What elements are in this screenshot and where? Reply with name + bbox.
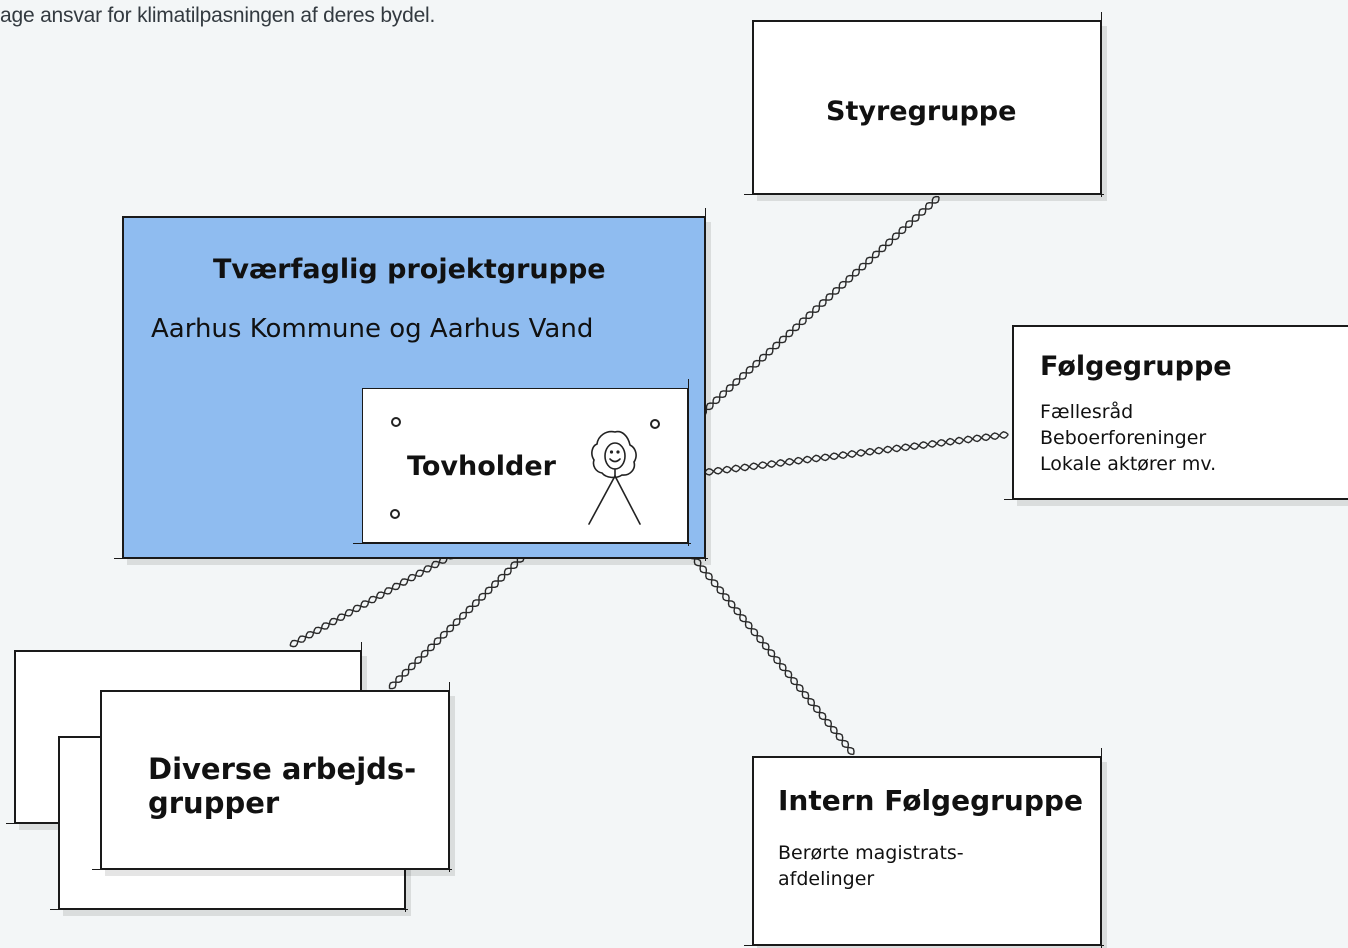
folgegruppe-line: Beboerforeninger	[1040, 427, 1207, 449]
stick-figure-icon	[588, 430, 641, 525]
intern-folgegruppe-title: Intern Følgegruppe	[778, 784, 1083, 817]
folgegruppe-box: Følgegruppe Fællesråd Beboerforeninger L…	[1004, 325, 1348, 500]
folgegruppe-title: Følgegruppe	[1040, 351, 1232, 382]
arbejdsgrupper-title-line: Diverse arbejds-	[148, 752, 417, 786]
intern-folgegruppe-line: afdelinger	[778, 868, 875, 890]
intern-folgegruppe-lines: Berørte magistrats- afdelinger	[778, 840, 964, 892]
intern-folgegruppe-box: Intern Følgegruppe Berørte magistrats- a…	[744, 748, 1104, 948]
arbejdsgrupper-box: Diverse arbejds- grupper	[92, 682, 452, 872]
projektgruppe-title: Tværfaglig projektgruppe	[213, 254, 606, 285]
styregruppe-title: Styregruppe	[826, 96, 1017, 127]
arbejdsgrupper-title: Diverse arbejds- grupper	[148, 752, 416, 820]
pin-hole	[391, 417, 401, 427]
pin-hole	[390, 509, 400, 519]
styregruppe-box: Styregruppe	[744, 12, 1104, 197]
intern-folgegruppe-line: Berørte magistrats-	[778, 842, 964, 864]
tovholder-title: Tovholder	[407, 451, 556, 482]
intro-text: age ansvar for klimatilpasningen af dere…	[0, 4, 436, 27]
arbejdsgrupper-title-line: grupper	[148, 786, 280, 820]
folgegruppe-line: Lokale aktører mv.	[1040, 453, 1217, 475]
rope-folgegruppe	[659, 431, 1009, 482]
projektgruppe-subtitle: Aarhus Kommune og Aarhus Vand	[151, 314, 594, 344]
folgegruppe-line: Fællesråd	[1040, 401, 1134, 423]
pin-hole	[650, 419, 660, 429]
folgegruppe-lines: Fællesråd Beboerforeninger Lokale aktøre…	[1040, 399, 1216, 477]
